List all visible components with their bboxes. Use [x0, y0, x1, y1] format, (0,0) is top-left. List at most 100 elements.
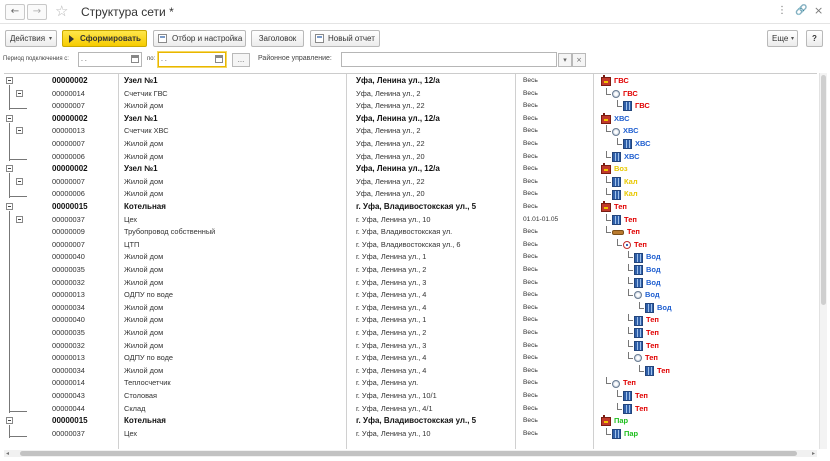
- tree-node[interactable]: Кал: [612, 188, 638, 201]
- tree-node[interactable]: Вод: [645, 302, 672, 315]
- tree-node[interactable]: Теп: [601, 201, 627, 214]
- tree-node[interactable]: ГВС: [612, 88, 638, 101]
- favorite-star-icon[interactable]: ☆: [55, 2, 69, 20]
- scroll-left-icon[interactable]: ◂: [6, 450, 10, 457]
- date-to-field[interactable]: . .: [158, 52, 226, 67]
- tree-node[interactable]: Пар: [612, 428, 638, 441]
- tree-node[interactable]: Теп: [634, 314, 659, 327]
- district-dropdown-button[interactable]: ▾: [558, 53, 572, 67]
- tree-node[interactable]: Теп: [612, 226, 640, 239]
- actions-button[interactable]: Действия ▾: [5, 30, 57, 47]
- tree-node[interactable]: Теп: [634, 352, 658, 365]
- tree-node[interactable]: Теп: [623, 403, 648, 416]
- collapse-group-icon[interactable]: [6, 203, 13, 210]
- horizontal-scroll-thumb[interactable]: [20, 451, 797, 456]
- vertical-scroll-thumb[interactable]: [821, 75, 826, 305]
- close-icon[interactable]: ×: [814, 4, 824, 17]
- more-button[interactable]: Еще ▾: [767, 30, 798, 47]
- tree-node[interactable]: Теп: [612, 377, 636, 390]
- back-button[interactable]: ←: [5, 4, 25, 20]
- new-report-button[interactable]: Новый отчет: [310, 30, 380, 47]
- tree-node[interactable]: Теп: [634, 327, 659, 340]
- link-icon[interactable]: 🔗: [795, 5, 808, 16]
- tree-node[interactable]: ХВС: [612, 151, 640, 164]
- tree-node[interactable]: Вод: [634, 277, 661, 290]
- tree-node[interactable]: Теп: [634, 340, 659, 353]
- calendar-icon[interactable]: [215, 55, 223, 63]
- district-clear-button[interactable]: ×: [572, 53, 586, 67]
- district-field[interactable]: [341, 52, 557, 67]
- house-icon: [634, 277, 643, 288]
- period-select-button[interactable]: ...: [232, 53, 250, 67]
- tree-node[interactable]: Теп: [612, 214, 637, 227]
- more-menu-icon[interactable]: ⋮: [777, 5, 787, 16]
- object-name-cell: Жилой дом: [124, 315, 164, 325]
- collapse-group-icon[interactable]: [6, 77, 13, 84]
- address-cell: Уфа, Ленина ул., 12/а: [356, 164, 440, 174]
- collapse-group-icon[interactable]: [6, 165, 13, 173]
- tree-node[interactable]: ХВС: [601, 112, 630, 126]
- vertical-scrollbar[interactable]: [819, 73, 827, 449]
- header-button[interactable]: Заголовок: [251, 30, 304, 47]
- object-name-cell: Жилой дом: [124, 176, 164, 186]
- collapse-group-icon[interactable]: [6, 114, 13, 122]
- forward-button[interactable]: →: [27, 4, 47, 20]
- tree-node[interactable]: Вод: [634, 251, 661, 264]
- period-cell: Весь: [523, 165, 538, 173]
- tree-node[interactable]: Воз: [601, 163, 628, 176]
- collapse-subgroup-icon[interactable]: [16, 215, 23, 223]
- tree-node[interactable]: ХВС: [612, 125, 639, 138]
- tree-node[interactable]: Пар: [601, 415, 628, 428]
- tree-node[interactable]: ГВС: [601, 75, 629, 88]
- tree-node[interactable]: Теп: [645, 365, 670, 378]
- tree-node[interactable]: ХВС: [623, 138, 651, 151]
- filter-settings-button[interactable]: Отбор и настройка: [153, 30, 246, 47]
- calendar-icon[interactable]: [131, 55, 139, 63]
- collapse-subgroup-icon[interactable]: [16, 127, 23, 135]
- collapse-subgroup-icon[interactable]: [16, 89, 23, 97]
- horizontal-scrollbar[interactable]: ◂ ▸: [4, 450, 817, 457]
- tree-node[interactable]: Вод: [634, 289, 660, 302]
- tree-node[interactable]: Кал: [612, 176, 638, 189]
- collapse-subgroup-icon[interactable]: [16, 177, 23, 185]
- tree-node[interactable]: ГВС: [623, 100, 650, 113]
- date-from-field[interactable]: . .: [78, 52, 142, 67]
- scroll-right-icon[interactable]: ▸: [811, 450, 815, 457]
- generate-button[interactable]: Сформировать: [62, 30, 147, 47]
- tree-node[interactable]: Вод: [634, 264, 661, 277]
- tree-node[interactable]: Теп: [623, 390, 648, 403]
- tree-node[interactable]: Теп: [623, 239, 647, 252]
- help-button[interactable]: ?: [806, 30, 823, 47]
- collapse-group-icon[interactable]: [6, 417, 13, 425]
